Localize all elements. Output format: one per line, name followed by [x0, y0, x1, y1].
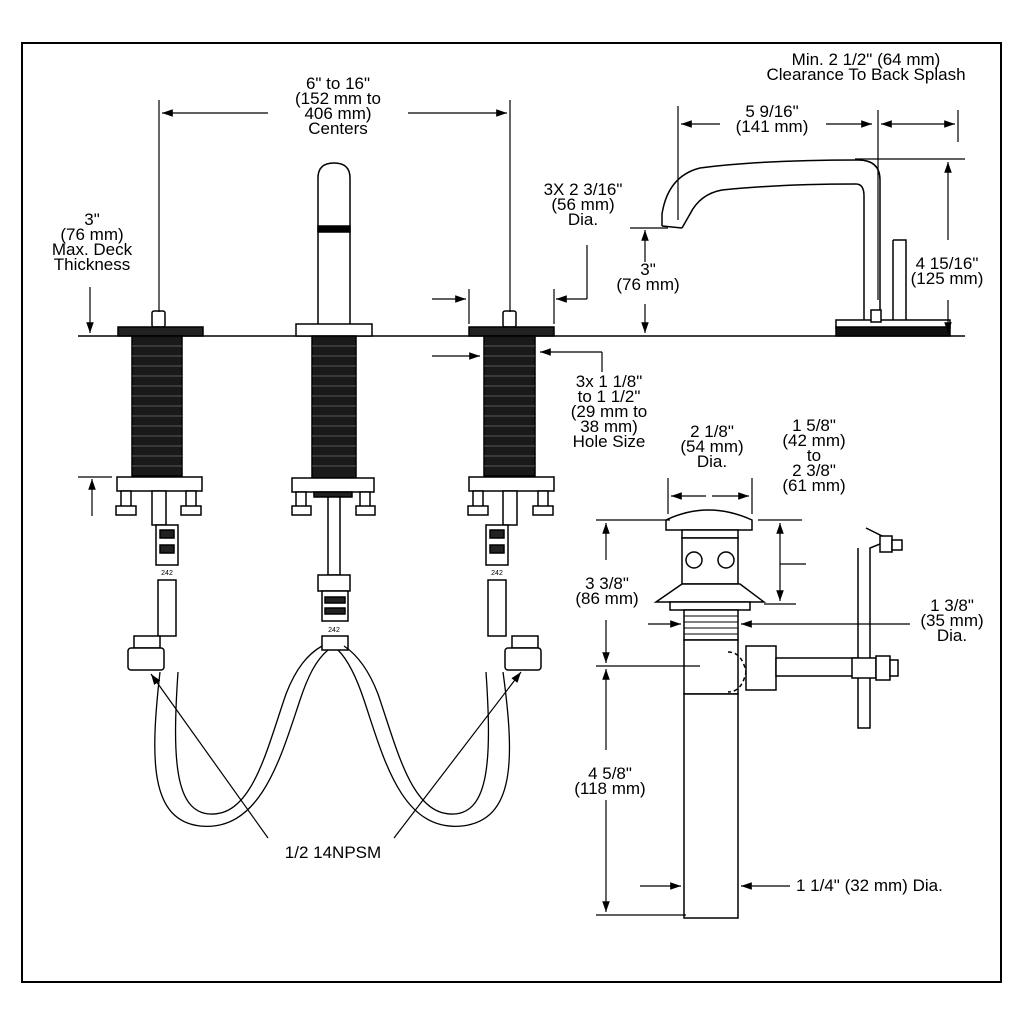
- label-line: (35 mm): [920, 611, 984, 630]
- label-line: 1 1/4" (32 mm) Dia.: [796, 876, 943, 895]
- label-line: Min. 2 1/2" (64 mm): [791, 50, 941, 69]
- label-line: 3x 1 1/8": [575, 372, 643, 391]
- deck-thickness-label: 3" (76 mm) Max. Deck Thickness: [36, 210, 148, 274]
- drawing-frame: [21, 42, 1002, 983]
- label-line: 2 1/8": [690, 422, 734, 441]
- drain-height-label: 3 3/8" (86 mm): [562, 574, 652, 608]
- backsplash-clearance-label: Min. 2 1/2" (64 mm) Clearance To Back Sp…: [732, 50, 1000, 84]
- label-line: (56 mm): [551, 195, 615, 214]
- drain-assembly: [653, 509, 903, 919]
- label-line: 3": [640, 260, 656, 279]
- label-line: 1/2 14NPSM: [284, 843, 382, 862]
- label-line: (118 mm): [574, 779, 646, 798]
- spout-total-height-label: 4 15/16" (125 mm): [898, 254, 996, 288]
- label-line: (141 mm): [735, 117, 809, 136]
- label-line: Clearance To Back Splash: [766, 65, 966, 84]
- label-line: 4 5/8": [588, 764, 632, 783]
- svg-text:242: 242: [161, 570, 173, 577]
- label-line: Dia.: [936, 626, 968, 645]
- label-line: Dia.: [696, 452, 728, 471]
- label-line: 406 mm): [304, 104, 372, 123]
- drain-cap-diameter-label: 2 1/8" (54 mm) Dia.: [666, 422, 758, 471]
- left-handle-valve: 242: [115, 310, 204, 671]
- drain-body-diameter-label: 1 3/8" (35 mm) Dia.: [906, 596, 998, 645]
- label-line: 2 3/8": [792, 461, 836, 480]
- label-line: (76 mm): [616, 275, 680, 294]
- spout-reach-label: 5 9/16" (141 mm): [716, 102, 828, 136]
- label-line: 1 5/8": [792, 416, 836, 435]
- spout-height-label: 3" (76 mm): [602, 260, 694, 294]
- label-line: 6" to 16": [305, 74, 371, 93]
- centers-dimension-label: 6" to 16" (152 mm to 406 mm) Centers: [266, 74, 410, 138]
- label-line: 38 mm): [580, 417, 638, 436]
- label-line: to: [806, 446, 822, 465]
- label-line: Max. Deck: [51, 240, 133, 259]
- escutcheon-diameter-label: 3X 2 3/16" (56 mm) Dia.: [528, 180, 638, 229]
- label-line: Centers: [308, 119, 368, 138]
- label-line: Dia.: [567, 210, 599, 229]
- label-line: (54 mm): [680, 437, 744, 456]
- label-line: (152 mm to: [295, 89, 381, 108]
- label-line: 5 9/16": [745, 102, 799, 121]
- hole-size-label: 3x 1 1/8" to 1 1/2" (29 mm to 38 mm) Hol…: [554, 372, 664, 451]
- tailpiece-length-label: 4 5/8" (118 mm): [562, 764, 658, 798]
- label-line: (42 mm): [782, 431, 846, 450]
- label-line: (125 mm): [910, 269, 984, 288]
- svg-text:242: 242: [328, 627, 340, 634]
- label-line: (61 mm): [782, 476, 846, 495]
- svg-text:242: 242: [491, 570, 503, 577]
- supply-hoses: [154, 645, 511, 827]
- label-line: (76 mm): [60, 225, 124, 244]
- label-line: Hole Size: [572, 432, 646, 451]
- label-line: 1 3/8": [930, 596, 974, 615]
- drain-range-label: 1 5/8" (42 mm) to 2 3/8" (61 mm): [766, 416, 862, 495]
- label-line: to 1 1/2": [577, 387, 641, 406]
- spout-side-view: [661, 159, 951, 337]
- dimension-lines: [78, 100, 965, 916]
- label-line: (86 mm): [575, 589, 639, 608]
- label-line: 3 3/8": [585, 574, 629, 593]
- label-line: Thickness: [53, 255, 131, 274]
- supply-thread-label: 1/2 14NPSM: [258, 843, 408, 862]
- center-spout: 242: [291, 162, 376, 651]
- label-line: (29 mm to: [570, 402, 648, 421]
- label-line: 4 15/16": [915, 254, 979, 273]
- right-handle-valve: 242: [467, 310, 555, 671]
- label-line: 3X 2 3/16": [543, 180, 623, 199]
- label-line: 3": [84, 210, 100, 229]
- tailpiece-diameter-label: 1 1/4" (32 mm) Dia.: [796, 876, 943, 895]
